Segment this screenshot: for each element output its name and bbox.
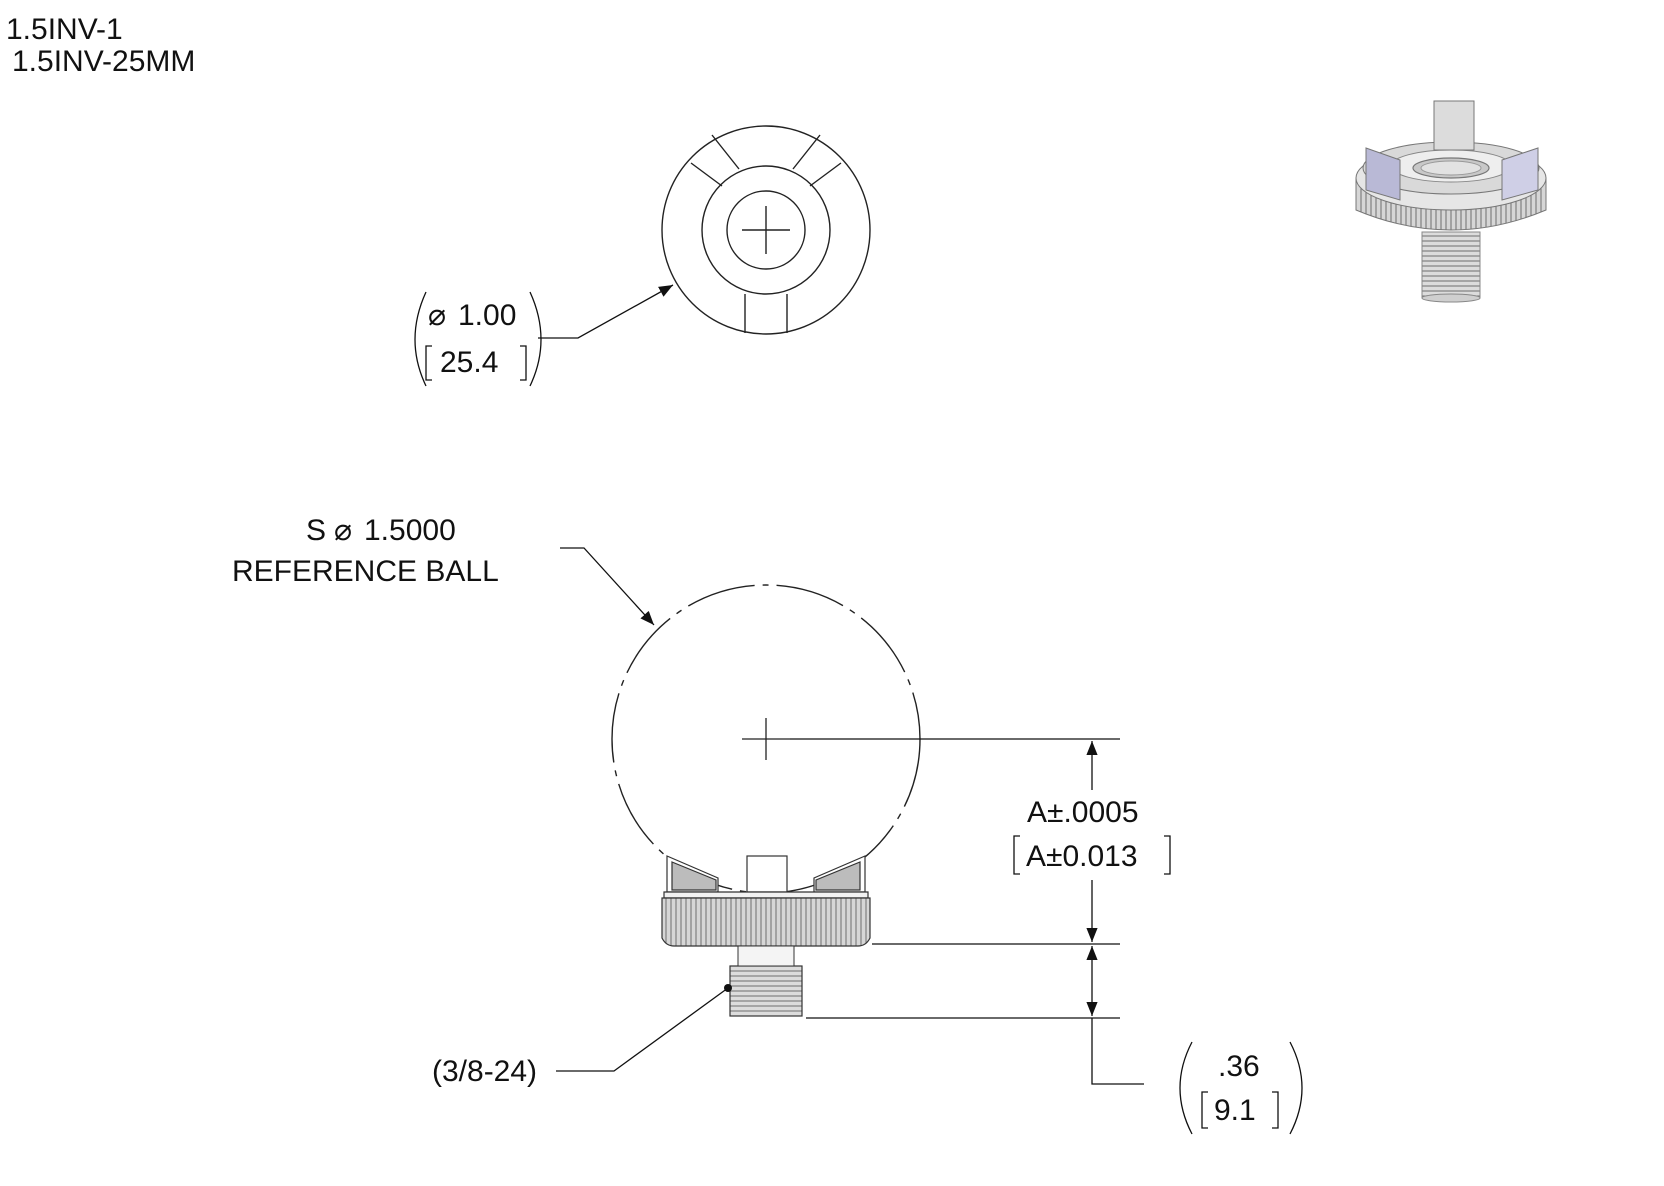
thread-dim-brackets (1179, 1041, 1303, 1135)
top-view-middle-circle (701, 165, 831, 295)
height-dim-mm: A±0.013 (1026, 840, 1138, 873)
ball-leader-line (560, 547, 655, 626)
top-view-outer-circle (661, 125, 871, 335)
ball-diameter-symbol: ⌀ (334, 514, 352, 547)
top-diameter-brackets (414, 291, 542, 387)
thread-callout-text: (3/8-24) (432, 1055, 537, 1088)
top-view (661, 125, 871, 335)
top-diameter-symbol: ⌀ (428, 299, 446, 332)
top-diameter-inch: 1.00 (458, 299, 516, 332)
top-diameter-mm: 25.4 (440, 346, 498, 379)
height-dim-mask (1014, 790, 1170, 880)
top-view-tabs (690, 134, 842, 333)
part-number-2: 1.5INV-25MM (12, 45, 196, 78)
thread-callout-dot (724, 984, 732, 992)
thread-length-dimension (1086, 946, 1144, 1085)
top-diameter-leader (538, 284, 674, 339)
ball-diameter: 1.5000 (364, 514, 456, 547)
thread-callout-leader (556, 987, 729, 1072)
thread-dim-inch: .36 (1218, 1050, 1260, 1083)
extension-lines (790, 738, 1120, 1019)
knurled-body (661, 891, 871, 947)
height-dim-inch: A±.0005 (1027, 796, 1139, 829)
ball-label: REFERENCE BALL (232, 555, 499, 588)
height-dim-brackets (1013, 835, 1171, 875)
top-view-inner-circle (726, 190, 806, 270)
part-number-1: 1.5INV-1 (6, 13, 123, 46)
ball-prefix: S (306, 514, 326, 547)
thread-dim-mm: 9.1 (1214, 1094, 1256, 1127)
holder-tabs (666, 855, 866, 893)
isometric-view (1355, 100, 1547, 303)
thread-stud (729, 945, 803, 1017)
